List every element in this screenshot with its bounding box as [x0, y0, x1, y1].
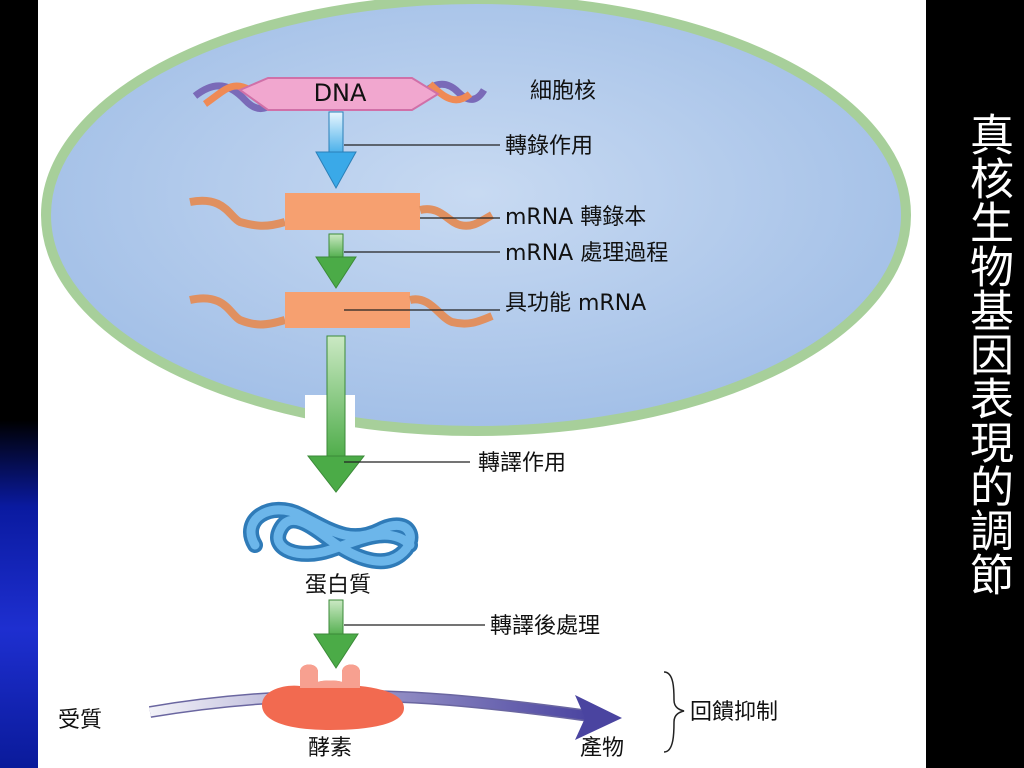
dna-label: DNA [314, 79, 367, 107]
translation-label: 轉譯作用 [478, 451, 566, 476]
mrna-processing-label: mRNA 處理過程 [505, 241, 668, 266]
product-label: 產物 [580, 736, 624, 761]
mrna-transcript-label: mRNA 轉錄本 [505, 205, 646, 230]
slide-title: 真核生物基因表現的調節 [962, 112, 1013, 596]
enzyme-shape [262, 664, 404, 730]
protein-shape [243, 501, 419, 570]
nucleus-label: 細胞核 [530, 79, 596, 104]
feedback-brace [663, 671, 685, 753]
feedback-label: 回饋抑制 [690, 700, 778, 725]
substrate-label: 受質 [58, 708, 102, 733]
functional-mrna-label: 具功能 mRNA [505, 291, 646, 316]
protein-label: 蛋白質 [305, 573, 371, 598]
post-translation-label: 轉譯後處理 [490, 614, 600, 639]
background-strip [0, 420, 40, 768]
transcription-label: 轉錄作用 [505, 134, 593, 159]
enzyme-label: 酵素 [308, 736, 352, 761]
mrna-transcript [189, 193, 495, 230]
post-translation-arrow [313, 599, 359, 669]
processing-arrow [315, 233, 357, 289]
transcription-arrow [315, 111, 357, 190]
metabolic-pathway [148, 689, 622, 740]
dna-helix: DNA [192, 77, 488, 112]
translation-arrow [306, 335, 366, 493]
